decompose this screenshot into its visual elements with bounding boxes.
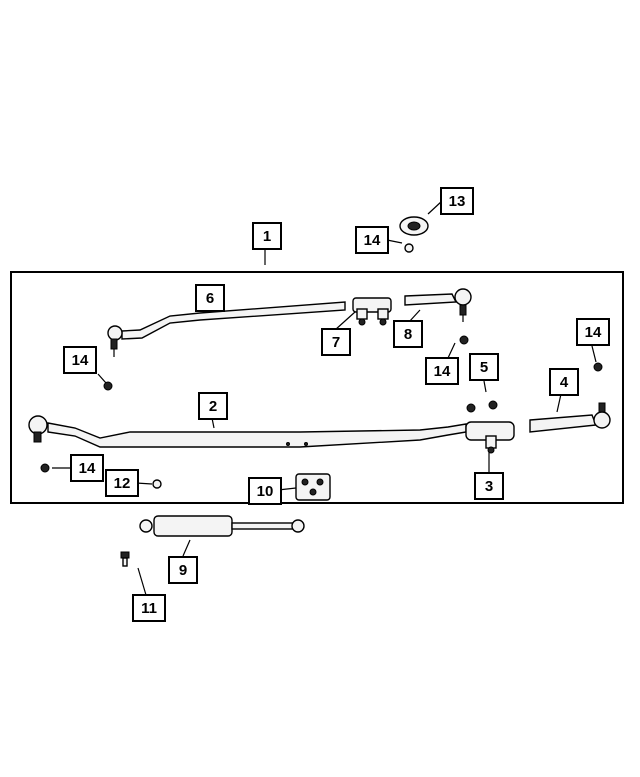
callout-14-middle[interactable]: 14 <box>425 357 459 385</box>
callout-2[interactable]: 2 <box>198 392 228 420</box>
upper-drag-link[interactable] <box>107 301 346 357</box>
callout-14-bottom-left[interactable]: 14 <box>70 454 104 482</box>
callout-7[interactable]: 7 <box>321 328 351 356</box>
callout-5[interactable]: 5 <box>469 353 499 381</box>
callout-9[interactable]: 9 <box>168 556 198 584</box>
bushing[interactable] <box>399 216 429 253</box>
adjuster-clamp[interactable] <box>352 297 392 326</box>
callout-14-top[interactable]: 14 <box>355 226 389 254</box>
tie-rod-end-upper[interactable] <box>404 288 472 322</box>
leader-lines <box>52 200 597 596</box>
tie-rod-end-right[interactable] <box>529 402 611 433</box>
callout-8[interactable]: 8 <box>393 320 423 348</box>
callout-10[interactable]: 10 <box>248 477 282 505</box>
callout-12[interactable]: 12 <box>105 469 139 497</box>
callout-11[interactable]: 11 <box>132 594 166 622</box>
callout-4[interactable]: 4 <box>549 368 579 396</box>
callout-1[interactable]: 1 <box>252 222 282 250</box>
washer[interactable] <box>152 479 162 489</box>
callout-3[interactable]: 3 <box>474 472 504 500</box>
nut-set[interactable] <box>40 335 603 473</box>
tie-rod-clamp[interactable] <box>465 421 515 454</box>
callout-6[interactable]: 6 <box>195 284 225 312</box>
steering-damper[interactable] <box>139 515 305 537</box>
bolt[interactable] <box>120 551 130 567</box>
callout-13[interactable]: 13 <box>440 187 474 215</box>
tie-rod[interactable] <box>28 415 467 448</box>
assembly-frame <box>10 271 624 504</box>
nuts[interactable] <box>466 400 498 413</box>
bracket[interactable] <box>295 473 331 501</box>
callout-14-right[interactable]: 14 <box>576 318 610 346</box>
callout-14-left[interactable]: 14 <box>63 346 97 374</box>
